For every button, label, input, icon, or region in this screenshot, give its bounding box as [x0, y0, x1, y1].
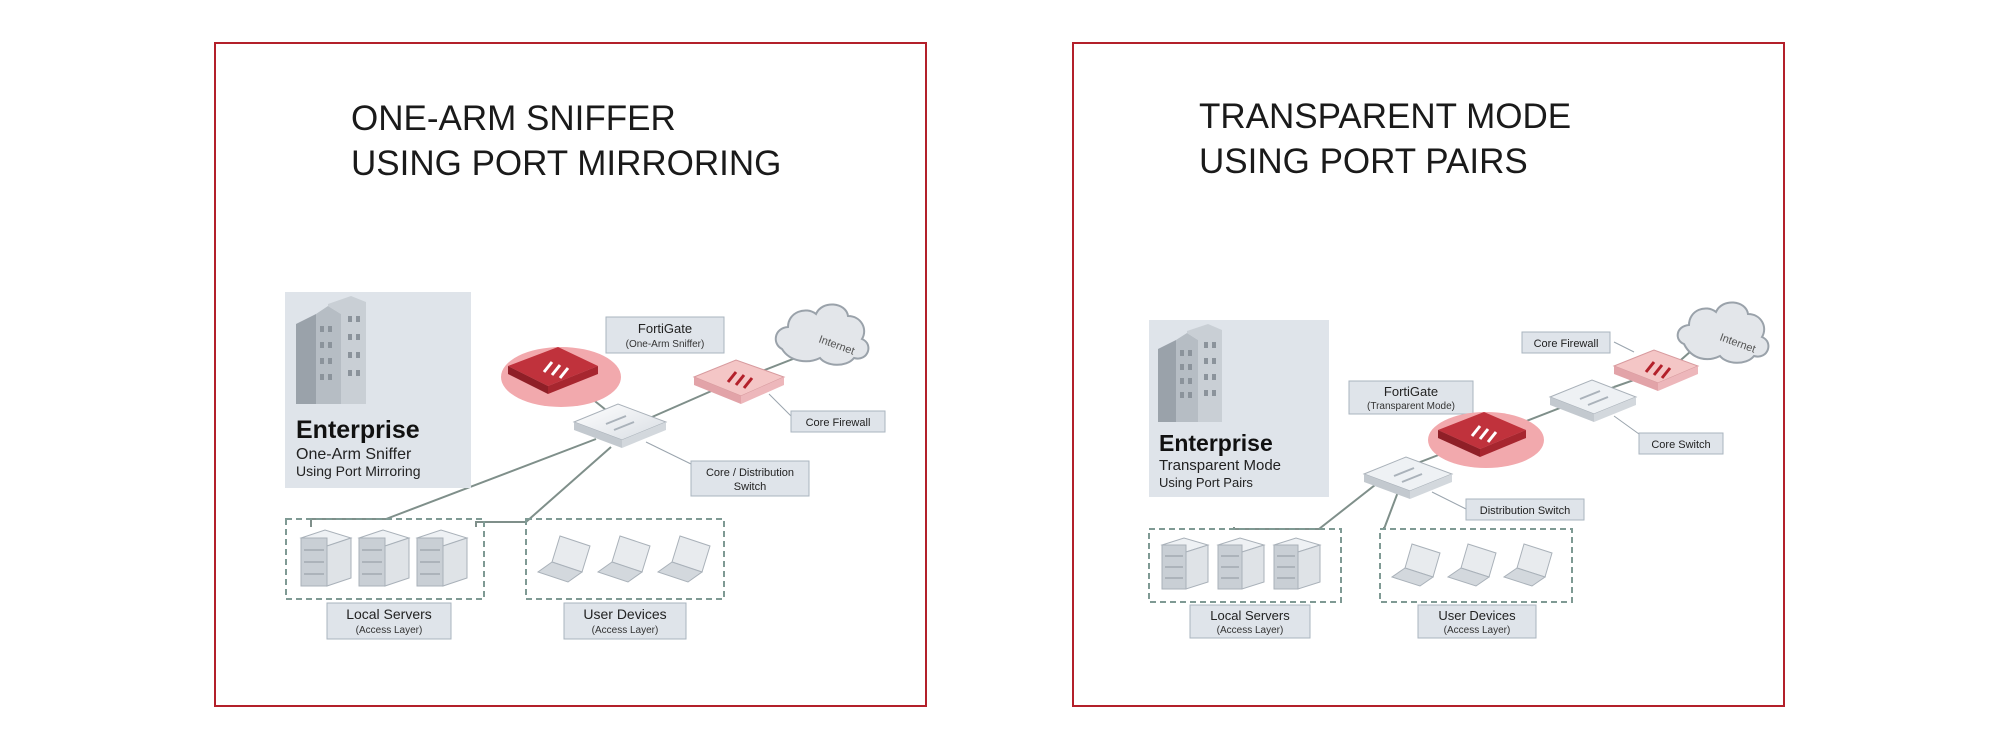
core-firewall-text: Core Firewall [806, 417, 871, 429]
fortigate-label: FortiGate (Transparent Mode) [1348, 380, 1474, 415]
distribution-switch-device [1362, 456, 1454, 499]
core-firewall-device [1612, 349, 1700, 391]
enterprise-box: Enterprise One-Arm Sniffer Using Port Mi… [285, 292, 471, 488]
core-switch-text: Core Switch [1651, 439, 1710, 451]
core-firewall-device [692, 359, 786, 404]
diagram-panel-transparent-mode: TRANSPARENT MODE USING PORT PAIRS [1072, 42, 1785, 707]
user-devices-subtitle: (Access Layer) [1444, 625, 1511, 636]
panel-title-line-1: TRANSPARENT MODE [1199, 97, 1572, 136]
laptop-icon [596, 535, 651, 583]
local-servers-title: Local Servers [346, 606, 432, 622]
panel-title: TRANSPARENT MODE USING PORT PAIRS [1199, 94, 1571, 184]
server-icon [1160, 537, 1210, 590]
local-servers-title: Local Servers [1210, 608, 1290, 623]
fortigate-title: FortiGate [638, 321, 692, 336]
user-devices-subtitle: (Access Layer) [592, 625, 659, 636]
internet-cloud-icon: Internet [1676, 301, 1770, 364]
laptop-icon [1446, 543, 1497, 587]
laptop-icon [536, 535, 591, 583]
enterprise-line-2: Using Port Pairs [1159, 475, 1253, 490]
network-diagram: Enterprise Transparent Mode Using Port P… [1148, 301, 1770, 639]
user-devices-label: User Devices (Access Layer) [563, 602, 687, 640]
laptop-icon [1390, 543, 1441, 587]
local-servers-group [1148, 528, 1342, 603]
server-icon [299, 529, 353, 587]
fortigate-subtitle: (One-Arm Sniffer) [626, 339, 705, 350]
distribution-switch-label: Distribution Switch [1465, 498, 1585, 521]
network-diagram: Enterprise One-Arm Sniffer Using Port Mi… [285, 292, 886, 640]
server-icon [357, 529, 411, 587]
local-servers-subtitle: (Access Layer) [356, 625, 423, 636]
fortigate-title: FortiGate [1384, 384, 1438, 399]
fortigate-sniffer-device [501, 347, 621, 407]
switch-label-line-1: Core / Distribution [706, 467, 794, 479]
fortigate-label: FortiGate (One-Arm Sniffer) [605, 316, 725, 354]
local-servers-label: Local Servers (Access Layer) [1189, 604, 1311, 639]
local-servers-group [285, 518, 485, 600]
server-icon [415, 529, 469, 587]
core-distribution-switch-device [572, 403, 668, 448]
core-switch-device [1548, 379, 1638, 422]
server-icon [1216, 537, 1266, 590]
local-servers-subtitle: (Access Layer) [1217, 625, 1284, 636]
user-devices-title: User Devices [1438, 608, 1516, 623]
distribution-switch-text: Distribution Switch [1480, 505, 1570, 517]
enterprise-line-2: Using Port Mirroring [296, 463, 420, 479]
user-devices-group [525, 518, 725, 600]
core-switch-label: Core Switch [1638, 432, 1724, 455]
internet-cloud-icon: Internet [774, 303, 870, 366]
enterprise-line-1: Transparent Mode [1159, 457, 1281, 474]
switch-label-line-2: Switch [734, 481, 766, 493]
laptop-icon [1502, 543, 1553, 587]
fortigate-subtitle: (Transparent Mode) [1367, 401, 1455, 412]
panel-title: ONE-ARM SNIFFER USING PORT MIRRORING [351, 96, 781, 186]
switch-label: Core / Distribution Switch [690, 460, 810, 497]
enterprise-title: Enterprise [296, 416, 420, 444]
user-devices-group [1379, 528, 1573, 603]
server-icon [1272, 537, 1322, 590]
enterprise-title: Enterprise [1159, 430, 1273, 456]
enterprise-box: Enterprise Transparent Mode Using Port P… [1149, 320, 1329, 497]
panel-title-line-2: USING PORT MIRRORING [351, 144, 782, 183]
enterprise-line-1: One-Arm Sniffer [296, 446, 412, 463]
local-servers-label: Local Servers (Access Layer) [326, 602, 452, 640]
core-firewall-label: Core Firewall [1521, 331, 1611, 354]
user-devices-label: User Devices (Access Layer) [1417, 604, 1537, 639]
core-firewall-label: Core Firewall [790, 410, 886, 433]
panel-title-line-1: ONE-ARM SNIFFER [351, 99, 676, 138]
panel-title-line-2: USING PORT PAIRS [1199, 142, 1528, 181]
core-firewall-text: Core Firewall [1534, 338, 1599, 350]
building-icon [1158, 324, 1222, 422]
user-devices-title: User Devices [583, 606, 666, 622]
fortigate-transparent-device [1428, 412, 1544, 468]
building-icon [296, 296, 366, 404]
diagram-panel-one-arm-sniffer: ONE-ARM SNIFFER USING PORT MIRRORING [214, 42, 927, 707]
laptop-icon [656, 535, 711, 583]
